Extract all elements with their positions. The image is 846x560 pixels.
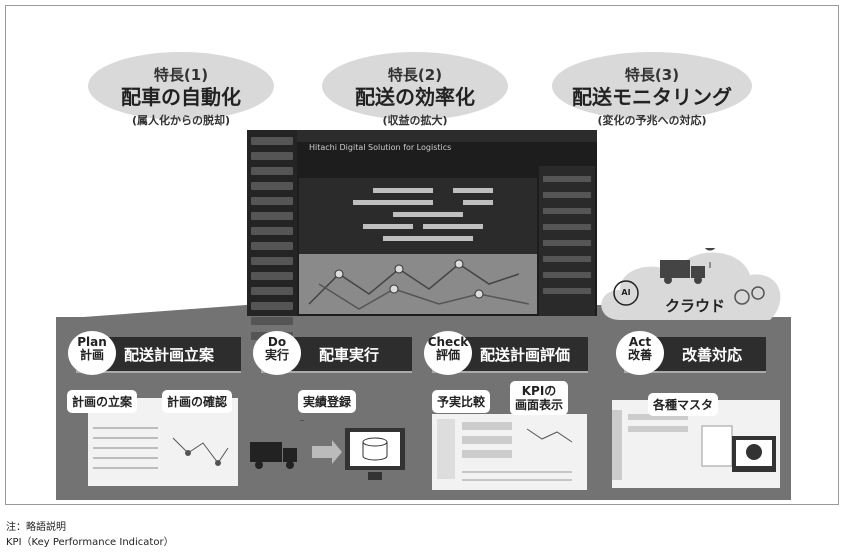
truck-icon (660, 248, 716, 284)
figure-frame (5, 5, 839, 505)
phase-do-title: 配車実行 (319, 346, 380, 364)
app-right-panel (539, 166, 595, 316)
ai-label: AI (621, 288, 630, 297)
note-kpi: KPI（Key Performance Indicator） (6, 537, 174, 548)
feature-2-subtitle: (収益の拡大) (382, 114, 448, 127)
gears-icon (734, 286, 765, 305)
cloud-shape (601, 252, 781, 320)
feature-2-title: 配送の効率化 (355, 85, 475, 109)
cloud-label: クラウド (665, 297, 726, 315)
ai-head-icon: AI (613, 280, 639, 306)
feature-3-subtitle: (変化の予兆への対応) (597, 114, 707, 127)
app-route-map (299, 254, 537, 314)
feature-3-title: 配送モニタリング (572, 85, 732, 109)
feature-1-title: 配車の自動化 (121, 85, 241, 109)
app-gantt-chart (299, 178, 537, 266)
sub-plan-create: 計画の立案 (67, 390, 138, 413)
note-title: 注：略語説明 (6, 522, 66, 533)
sub-act-master: 各種マスタ (648, 393, 719, 416)
sub-do-register: 実績登録 (298, 390, 357, 413)
app-screenshot: Hitachi Digital Solution for Logistics (247, 130, 597, 340)
app-sidebar (247, 130, 297, 340)
app-title: Hitachi Digital Solution for Logistics (309, 143, 452, 152)
do-illustration (250, 420, 405, 480)
phase-act-title: 改善対応 (682, 346, 743, 364)
phase-plan-title: 配送計画立案 (124, 346, 215, 364)
check-screens (432, 414, 587, 490)
feature-1-number: 特長(1) (153, 66, 209, 84)
app-topbar (297, 130, 597, 142)
sub-check-compare: 予実比較 (432, 390, 491, 413)
phase-check-title: 配送計画評価 (480, 346, 571, 364)
feature-3: 特長(3) 配送モニタリング (変化の予兆への対応) (552, 52, 752, 127)
feature-3-number: 特長(3) (624, 66, 680, 84)
act-screens (612, 400, 780, 488)
feature-2-number: 特長(2) (387, 66, 443, 84)
feature-2: 特長(2) 配送の効率化 (収益の拡大) (322, 52, 508, 127)
feature-1-subtitle: (属人化からの脱却) (131, 114, 231, 127)
feature-1: 特長(1) 配車の自動化 (属人化からの脱却) (88, 52, 274, 127)
sub-check-kpi: KPIの 画面表示 (510, 381, 569, 415)
sub-plan-check: 計画の確認 (162, 390, 233, 413)
